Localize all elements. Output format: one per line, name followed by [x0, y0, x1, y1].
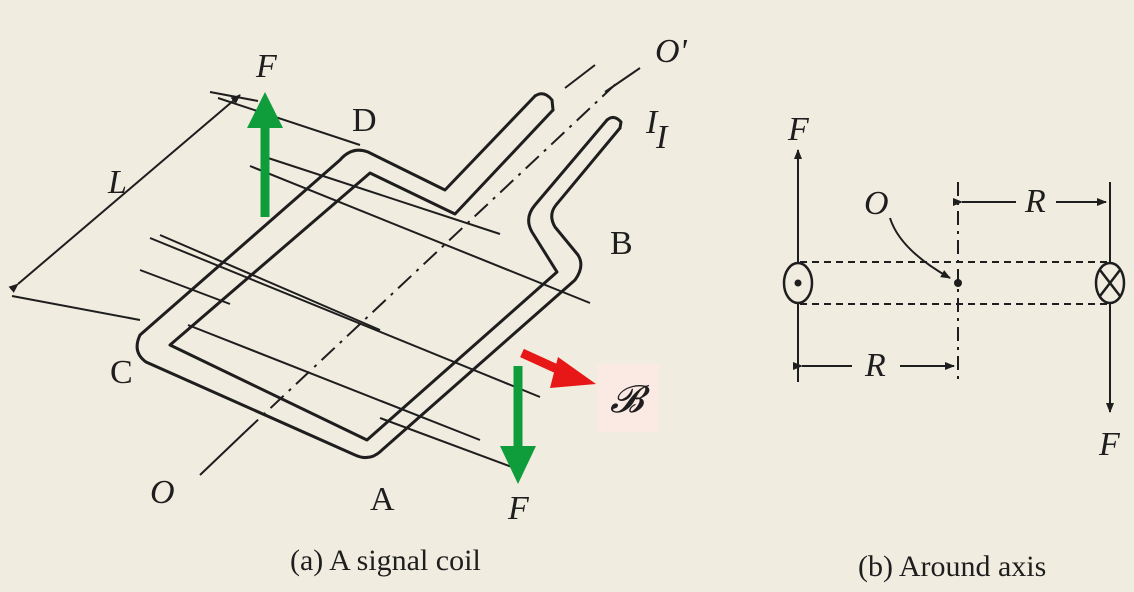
- conductor-out-of-page-icon: [782, 261, 814, 305]
- signal-coil: [135, 92, 623, 460]
- label-corner-a: A: [370, 481, 395, 518]
- label-corner-d: D: [352, 102, 377, 139]
- label-current: I: [645, 104, 659, 141]
- label-corner-c: C: [110, 354, 133, 391]
- conductor-into-page-icon: [1094, 261, 1126, 305]
- label-force-bottom: F: [507, 490, 530, 527]
- label-corner-b: B: [610, 225, 633, 262]
- axis-point: [954, 279, 962, 287]
- inner-field-lines: [159, 234, 481, 441]
- label-radius-bottom: R: [864, 347, 886, 384]
- field-label-background: [597, 364, 659, 432]
- label-axis-end: O': [655, 33, 688, 70]
- label-force-top: F: [255, 48, 278, 85]
- extension-lines: [797, 182, 1111, 382]
- length-dimension: [8, 91, 259, 321]
- label-force-up: F: [787, 111, 810, 148]
- axis-pointer: [889, 217, 951, 279]
- label-radius-top: R: [1024, 183, 1046, 220]
- label-length: L: [107, 164, 127, 201]
- caption-b: (b) Around axis: [858, 550, 1046, 583]
- field-arrow: [520, 348, 659, 432]
- label-current-alt: I: [655, 119, 669, 156]
- label-axis-point: O: [864, 185, 889, 222]
- label-force-down: F: [1098, 426, 1121, 463]
- force-arrow-bottom: [500, 366, 536, 484]
- panel-a: F D L O' I I B C 𝓑 O A F (a) A signal co…: [8, 33, 688, 577]
- force-arrow-top: [247, 92, 283, 217]
- panel-b: F O R R F (b) Around axis: [782, 111, 1126, 583]
- label-axis-start: O: [150, 474, 175, 511]
- coil-section-outline: [800, 261, 1110, 305]
- rotation-axis: [199, 64, 641, 476]
- caption-a: (a) A signal coil: [290, 544, 481, 577]
- label-field: 𝓑: [610, 379, 650, 421]
